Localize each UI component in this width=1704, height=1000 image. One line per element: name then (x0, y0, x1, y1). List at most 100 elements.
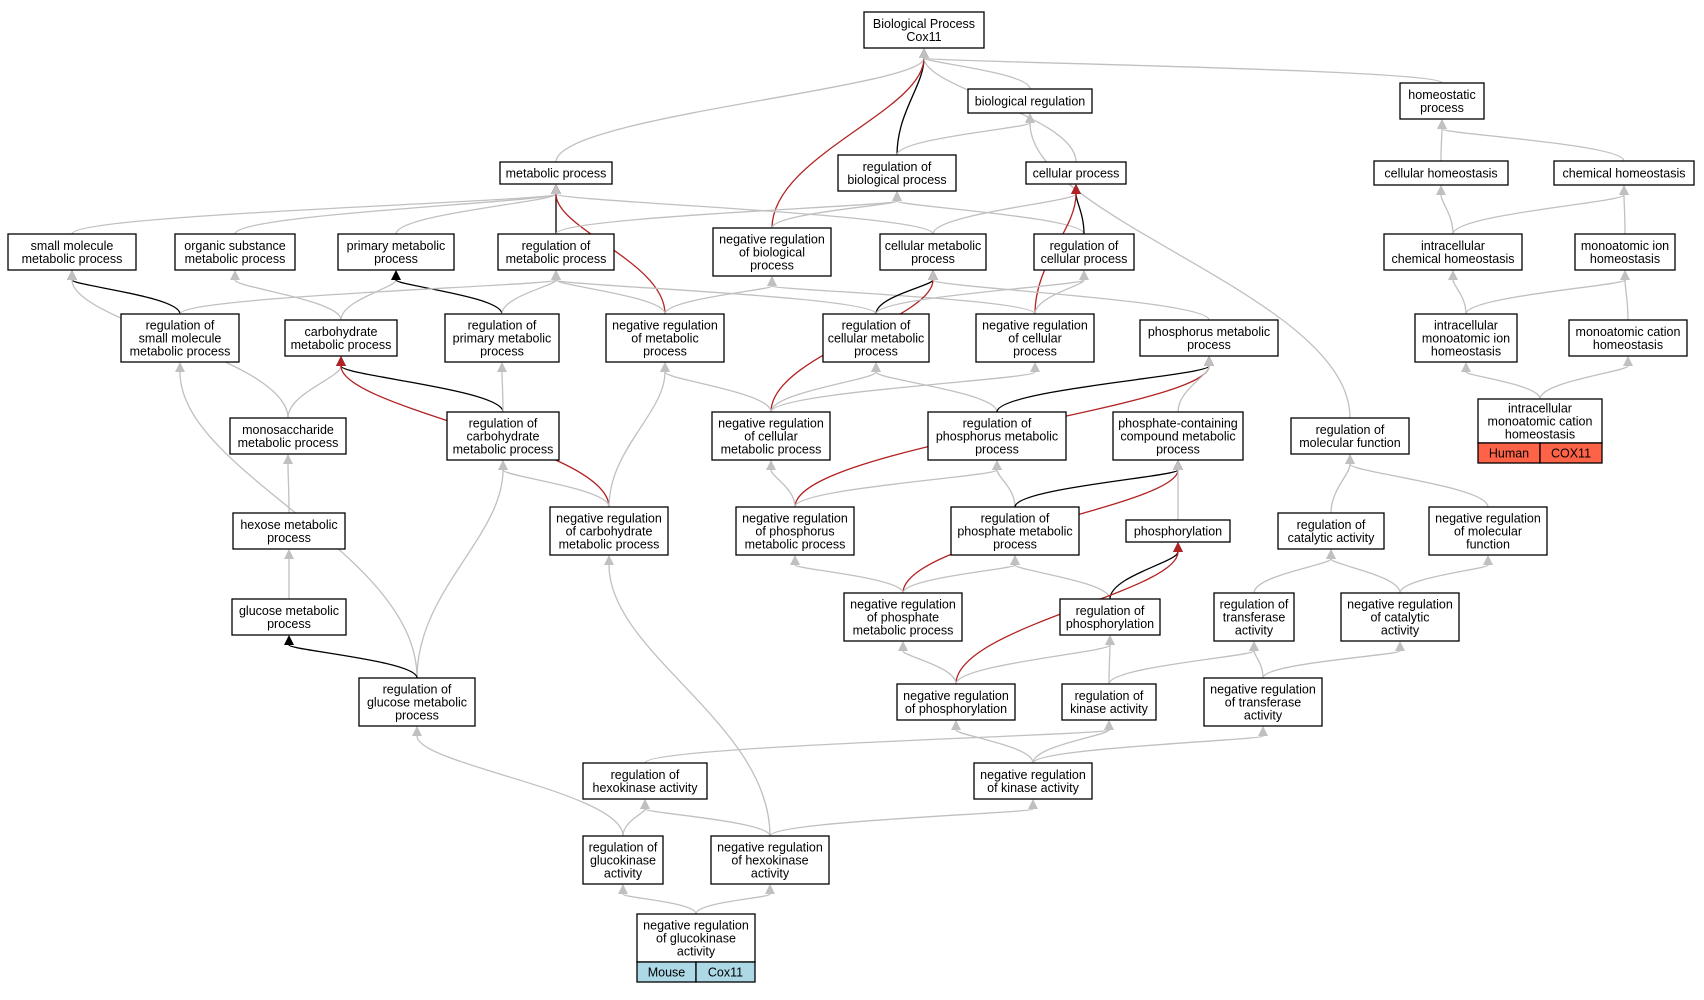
arrowhead-regphosphorylation-to-regphosphate (1010, 555, 1020, 565)
node-box (499, 161, 613, 185)
arrowhead-negregkinase-to-negregphosphorylation (951, 720, 961, 730)
edge-carbo-to-orgsub (234, 279, 342, 321)
node-bioreg[interactable]: biological regulation (967, 88, 1093, 114)
node-box (1203, 677, 1323, 727)
arrowhead-cationhomeo-to-ionhomeo (1620, 270, 1630, 280)
node-box (843, 592, 963, 642)
node-box (549, 506, 669, 556)
edge-negregcatal-to-negregmolfunc (1399, 564, 1489, 594)
node-cellproc[interactable]: cellular process (1025, 161, 1127, 185)
arrowhead-negregglucok-to-negreghexo (765, 884, 775, 894)
edge-regphosmetab-to-regcellmetab (875, 371, 998, 413)
node-box (1290, 417, 1410, 455)
node-box (444, 313, 560, 363)
arrowhead-negregmolfunc-to-regmolfunc (1345, 454, 1355, 464)
node-box (1477, 398, 1603, 444)
node-metab[interactable]: metabolic process (499, 161, 613, 185)
node-phosphorylation[interactable]: phosphorylation (1125, 519, 1231, 543)
edge-cellhomeo-to-homeo (1440, 128, 1443, 162)
node-box (358, 677, 476, 727)
edge-phosphate-to-phosmetab (1177, 365, 1210, 413)
edge-regglucok-to-reghexo (622, 808, 646, 837)
edge-intracation-to-intraion (1465, 371, 1541, 400)
node-label: phosphorylation (1134, 525, 1222, 539)
node-box (229, 417, 347, 455)
edge-negregmetab-to-regmetab (555, 279, 666, 315)
node-box (837, 154, 957, 192)
edge-carbo-to-primary (340, 279, 397, 321)
edge-negregglucok-to-negreghexo (695, 893, 771, 915)
node-chemhomeo[interactable]: chemical homeostasis (1553, 160, 1695, 186)
edge-negregphosphate-to-regphosphate (902, 564, 1016, 594)
node-box (973, 762, 1093, 800)
edge-regcarbo-to-regprimary (501, 371, 504, 413)
arrowhead-regglucok-to-regglucose (412, 726, 422, 736)
edge-negregcell-to-negregbio (771, 285, 1036, 315)
node-box (927, 411, 1067, 461)
node-box (1428, 506, 1548, 556)
arrowhead-intrachem-to-cellhomeo (1436, 185, 1446, 195)
node-box (710, 835, 830, 885)
edge-negregcarbo-to-negregmetab (608, 371, 666, 508)
node-cellhomeo[interactable]: cellular homeostasis (1373, 160, 1509, 186)
